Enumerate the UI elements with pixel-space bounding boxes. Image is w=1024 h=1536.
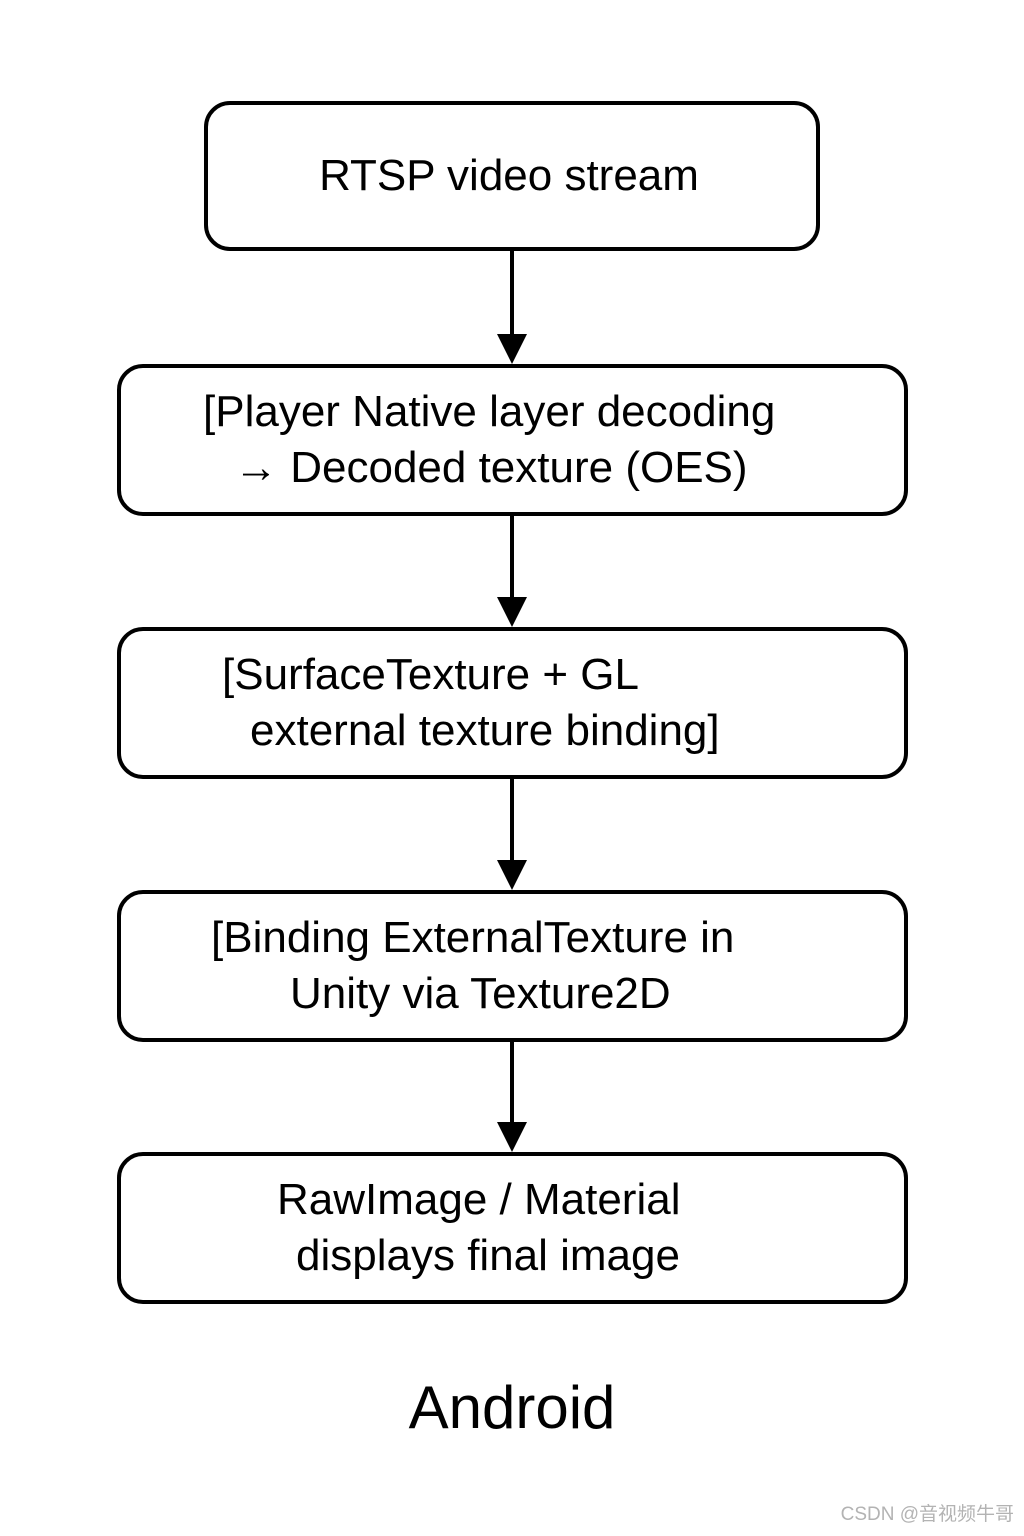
arrow-node1-to-node2 [497,251,527,364]
node-rtsp-video-stream: RTSP video stream [204,101,820,251]
node-4-line-2: Unity via Texture2D [290,969,671,1018]
node-rawimage-material-display: RawImage / Material displays final image [117,1152,908,1304]
diagram-caption: Android [408,1374,616,1441]
arrow-node3-to-node4 [497,779,527,890]
arrow-node4-to-node5 [497,1042,527,1152]
arrow-node2-to-node3 [497,516,527,627]
node-2-line-2: → Decoded texture (OES) [234,443,748,492]
node-player-native-decoding: [Player Native layer decoding → Decoded … [117,364,908,516]
node-2-line-1: [Player Native layer decoding [203,387,776,436]
node-3-line-1: [SurfaceTexture + GL [222,650,639,699]
node-3-line-2: external texture binding] [250,706,720,755]
node-5-line-2: displays final image [296,1231,680,1280]
node-5-line-1: RawImage / Material [277,1175,681,1224]
watermark: CSDN @音视频牛哥 [840,1504,1014,1525]
node-unity-external-texture: [Binding ExternalTexture in Unity via Te… [117,890,908,1042]
node-surfacetexture-gl-binding: [SurfaceTexture + GL external texture bi… [117,627,908,779]
node-4-line-1: [Binding ExternalTexture in [211,913,735,962]
node-1-line-1: RTSP video stream [319,151,699,200]
